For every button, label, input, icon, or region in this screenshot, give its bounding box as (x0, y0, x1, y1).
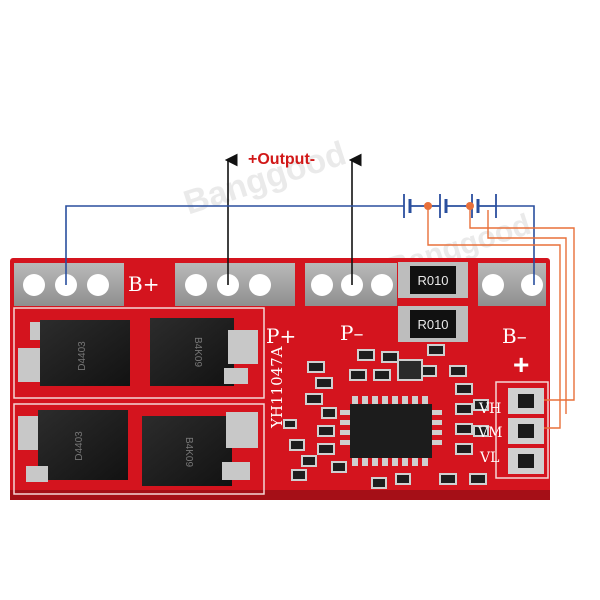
mosfet-marking-2: B4K09 (192, 337, 203, 367)
smd-inductor (397, 359, 423, 381)
label-vh: VH (478, 401, 501, 417)
mosfet-marking-4: B4K09 (183, 437, 194, 467)
output-label: +Output- (248, 151, 315, 168)
balance-wiring (427, 206, 575, 429)
label-b-plus: B+ (128, 272, 159, 296)
balance-header (508, 388, 544, 474)
mosfet-marking-1: D4403 (77, 341, 88, 371)
pcb-bottom-edge (10, 490, 550, 500)
label-model: YH11047A (268, 346, 286, 429)
label-p-minus: P– (340, 321, 363, 345)
control-ic (340, 396, 442, 466)
board-labels: B+ P+ P– B– + VH VM VL YH11047A (128, 272, 529, 466)
battery-symbols (403, 194, 497, 218)
label-vm: VM (477, 425, 502, 441)
watermark-text-1: Banggood (179, 134, 351, 222)
resistor-marking-top: R010 (417, 273, 448, 288)
resistor-marking-bottom: R010 (417, 317, 448, 332)
label-vl: VL (479, 450, 499, 466)
mosfet-marking-3: D4403 (74, 431, 85, 461)
mosfets: D4403 B4K09 D4403 B4K09 (18, 318, 258, 486)
label-b-minus: B– (502, 324, 527, 348)
smd-components (283, 344, 489, 489)
label-p-plus: P+ (266, 324, 296, 348)
battery-wiring (65, 205, 535, 285)
silkscreen-outlines (13, 307, 549, 495)
label-plus-sign: + (513, 349, 529, 380)
wire-junctions (424, 202, 474, 210)
output-arrows (224, 153, 362, 285)
shunt-resistors: R010 R010 (398, 262, 468, 342)
